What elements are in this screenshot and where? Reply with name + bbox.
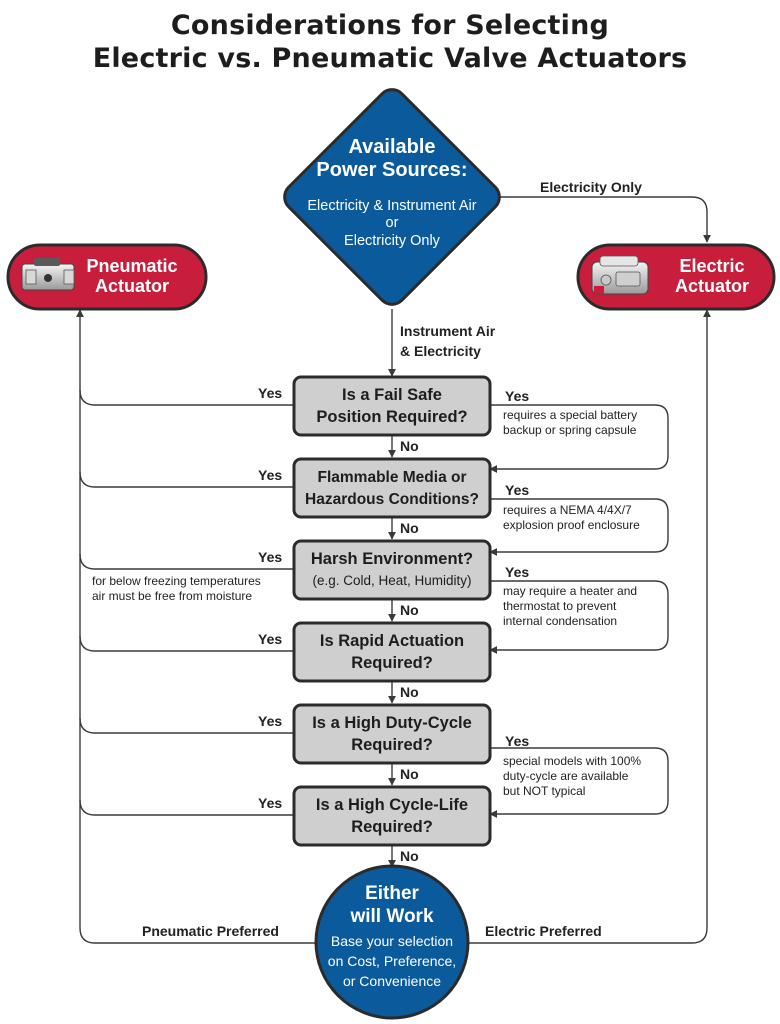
label-no-5: No	[400, 766, 419, 782]
electric-label-2: Actuator	[675, 276, 749, 296]
note-left-freezing-1: for below freezing temperatures	[92, 574, 261, 588]
label-yes-left-1: Yes	[258, 385, 282, 401]
note-harsh-2: thermostat to prevent	[503, 599, 617, 613]
pneumatic-label-1: Pneumatic	[86, 256, 177, 276]
question-box-fail-safe: Is a Fail Safe Position Required?	[292, 375, 492, 437]
note-fail-safe-2: backup or spring capsule	[503, 423, 637, 437]
either-line-2: will Work	[349, 906, 433, 927]
question-5-line-1: Is a High Duty-Cycle	[312, 714, 472, 732]
question-box-cycle-life: Is a High Cycle-Life Required?	[292, 785, 492, 847]
either-sub-2: on Cost, Preference,	[328, 953, 456, 969]
label-no-1: No	[400, 438, 419, 454]
question-box-harsh-environment: Harsh Environment? (e.g. Cold, Heat, Hum…	[292, 539, 492, 601]
label-yes-right-1: Yes	[505, 388, 529, 404]
either-sub-1: Base your selection	[331, 933, 453, 949]
note-flammable-1: requires a NEMA 4/4X/7	[503, 503, 632, 517]
label-yes-right-3: Yes	[505, 564, 529, 580]
either-sub-3: or Convenience	[343, 973, 441, 989]
question-1-line-2: Position Required?	[316, 408, 467, 426]
note-harsh-1: may require a heater and	[503, 584, 637, 598]
label-electricity-only: Electricity Only	[540, 179, 642, 195]
power-option-1: Electricity & Instrument Air	[307, 198, 476, 214]
label-no-6: No	[400, 848, 419, 864]
question-box-duty-cycle: Is a High Duty-Cycle Required?	[292, 703, 492, 765]
note-flammable-2: explosion proof enclosure	[503, 518, 640, 532]
either-will-work-node: Either will Work Base your selection on …	[314, 864, 470, 1020]
label-instrument-air-2: & Electricity	[400, 343, 481, 359]
pneumatic-label-2: Actuator	[95, 276, 169, 296]
flow-connectors	[76, 196, 711, 944]
note-duty-cycle-2: duty-cycle are available	[503, 769, 629, 783]
note-duty-cycle-1: special models with 100%	[503, 754, 641, 768]
question-3-line-1: Harsh Environment?	[311, 550, 473, 568]
title-line-2: Electric vs. Pneumatic Valve Actuators	[92, 43, 688, 74]
note-harsh-3: internal condensation	[503, 614, 617, 628]
label-no-3: No	[400, 602, 419, 618]
question-4-line-1: Is Rapid Actuation	[320, 632, 464, 650]
power-or: or	[386, 215, 399, 231]
question-5-line-2: Required?	[351, 736, 433, 754]
power-heading-1: Available	[348, 136, 435, 158]
label-yes-left-5: Yes	[258, 713, 282, 729]
label-no-4: No	[400, 684, 419, 700]
label-yes-left-6: Yes	[258, 795, 282, 811]
power-heading-2: Power Sources:	[316, 159, 467, 181]
electric-actuator-image	[591, 255, 649, 295]
question-4-line-2: Required?	[351, 654, 433, 672]
label-no-2: No	[400, 520, 419, 536]
title-line-1: Considerations for Selecting	[170, 10, 610, 41]
question-2-line-2: Hazardous Conditions?	[305, 491, 479, 508]
pneumatic-actuator-image	[21, 258, 75, 291]
question-1-line-1: Is a Fail Safe	[342, 386, 442, 404]
pneumatic-actuator-node: Pneumatic Actuator	[6, 243, 208, 311]
label-instrument-air-1: Instrument Air	[400, 323, 496, 339]
power-option-2: Electricity Only	[344, 233, 441, 249]
question-3-line-2: (e.g. Cold, Heat, Humidity)	[312, 573, 471, 588]
power-sources-diamond: Available Power Sources: Electricity & I…	[283, 88, 501, 306]
label-yes-left-3: Yes	[258, 549, 282, 565]
label-yes-right-2: Yes	[505, 482, 529, 498]
question-box-flammable: Flammable Media or Hazardous Conditions?	[292, 457, 492, 519]
label-yes-left-2: Yes	[258, 467, 282, 483]
question-2-line-1: Flammable Media or	[317, 469, 466, 486]
note-fail-safe-1: requires a special battery	[503, 408, 637, 422]
note-duty-cycle-3: but NOT typical	[503, 784, 585, 798]
label-yes-right-5: Yes	[505, 733, 529, 749]
either-line-1: Either	[365, 883, 419, 904]
question-box-rapid-actuation: Is Rapid Actuation Required?	[292, 621, 492, 683]
label-yes-left-4: Yes	[258, 631, 282, 647]
electric-label-1: Electric	[679, 256, 744, 276]
note-left-freezing-2: air must be free from moisture	[92, 589, 252, 603]
question-6-line-1: Is a High Cycle-Life	[316, 796, 468, 814]
label-pneumatic-preferred: Pneumatic Preferred	[142, 923, 279, 939]
electric-actuator-node: Electric Actuator	[576, 243, 776, 311]
question-6-line-2: Required?	[351, 818, 433, 836]
label-electric-preferred: Electric Preferred	[485, 923, 602, 939]
